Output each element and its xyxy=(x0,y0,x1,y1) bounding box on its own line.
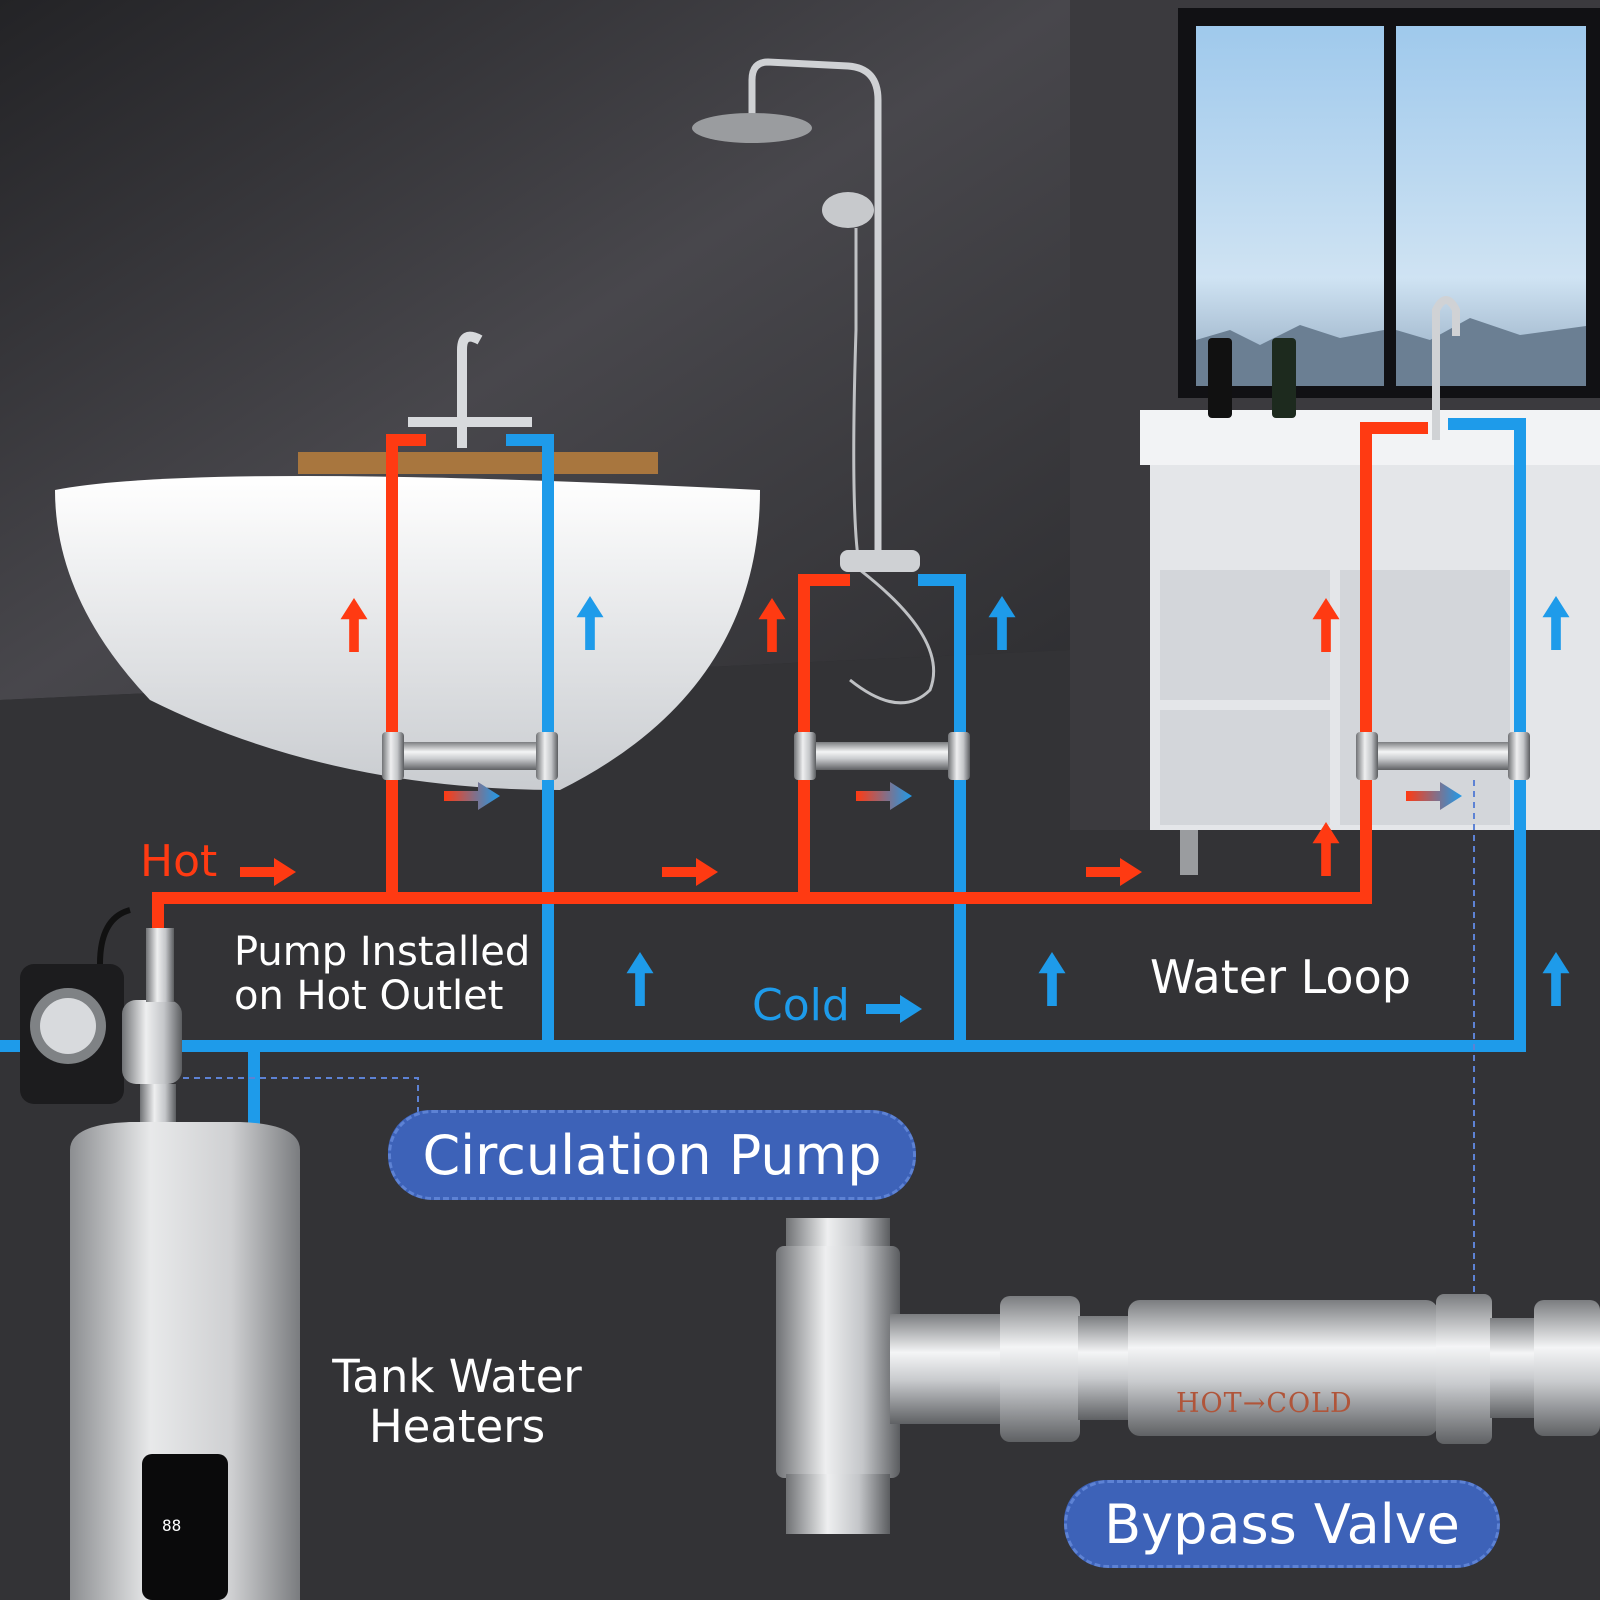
pump-installed-line1: Pump Installed xyxy=(234,929,531,975)
riser-bypass-valves xyxy=(382,732,1530,780)
window xyxy=(1178,8,1600,398)
cold-label: Cold xyxy=(752,980,850,1031)
heater-display: 88 xyxy=(162,1516,182,1535)
tank-line1: Tank Water xyxy=(332,1350,582,1403)
tank-water-heaters-label: Tank Water Heaters xyxy=(322,1352,592,1451)
hot-label: Hot xyxy=(140,836,218,887)
pump-installed-label: Pump Installed on Hot Outlet xyxy=(234,930,530,1018)
circulation-pump-label: Circulation Pump xyxy=(388,1110,916,1200)
tank-line2: Heaters xyxy=(368,1399,546,1453)
bypass-valve xyxy=(776,1218,1600,1534)
tank-water-heater xyxy=(70,1122,300,1600)
circulation-pump xyxy=(20,907,182,1126)
bypass-valve-label: Bypass Valve xyxy=(1064,1480,1500,1568)
water-loop-label: Water Loop xyxy=(1150,950,1411,1004)
pump-installed-line2: on Hot Outlet xyxy=(234,973,504,1019)
leader-lines xyxy=(172,780,1475,1320)
valve-marking: HOT→COLD xyxy=(1176,1388,1353,1419)
shower xyxy=(692,58,936,705)
